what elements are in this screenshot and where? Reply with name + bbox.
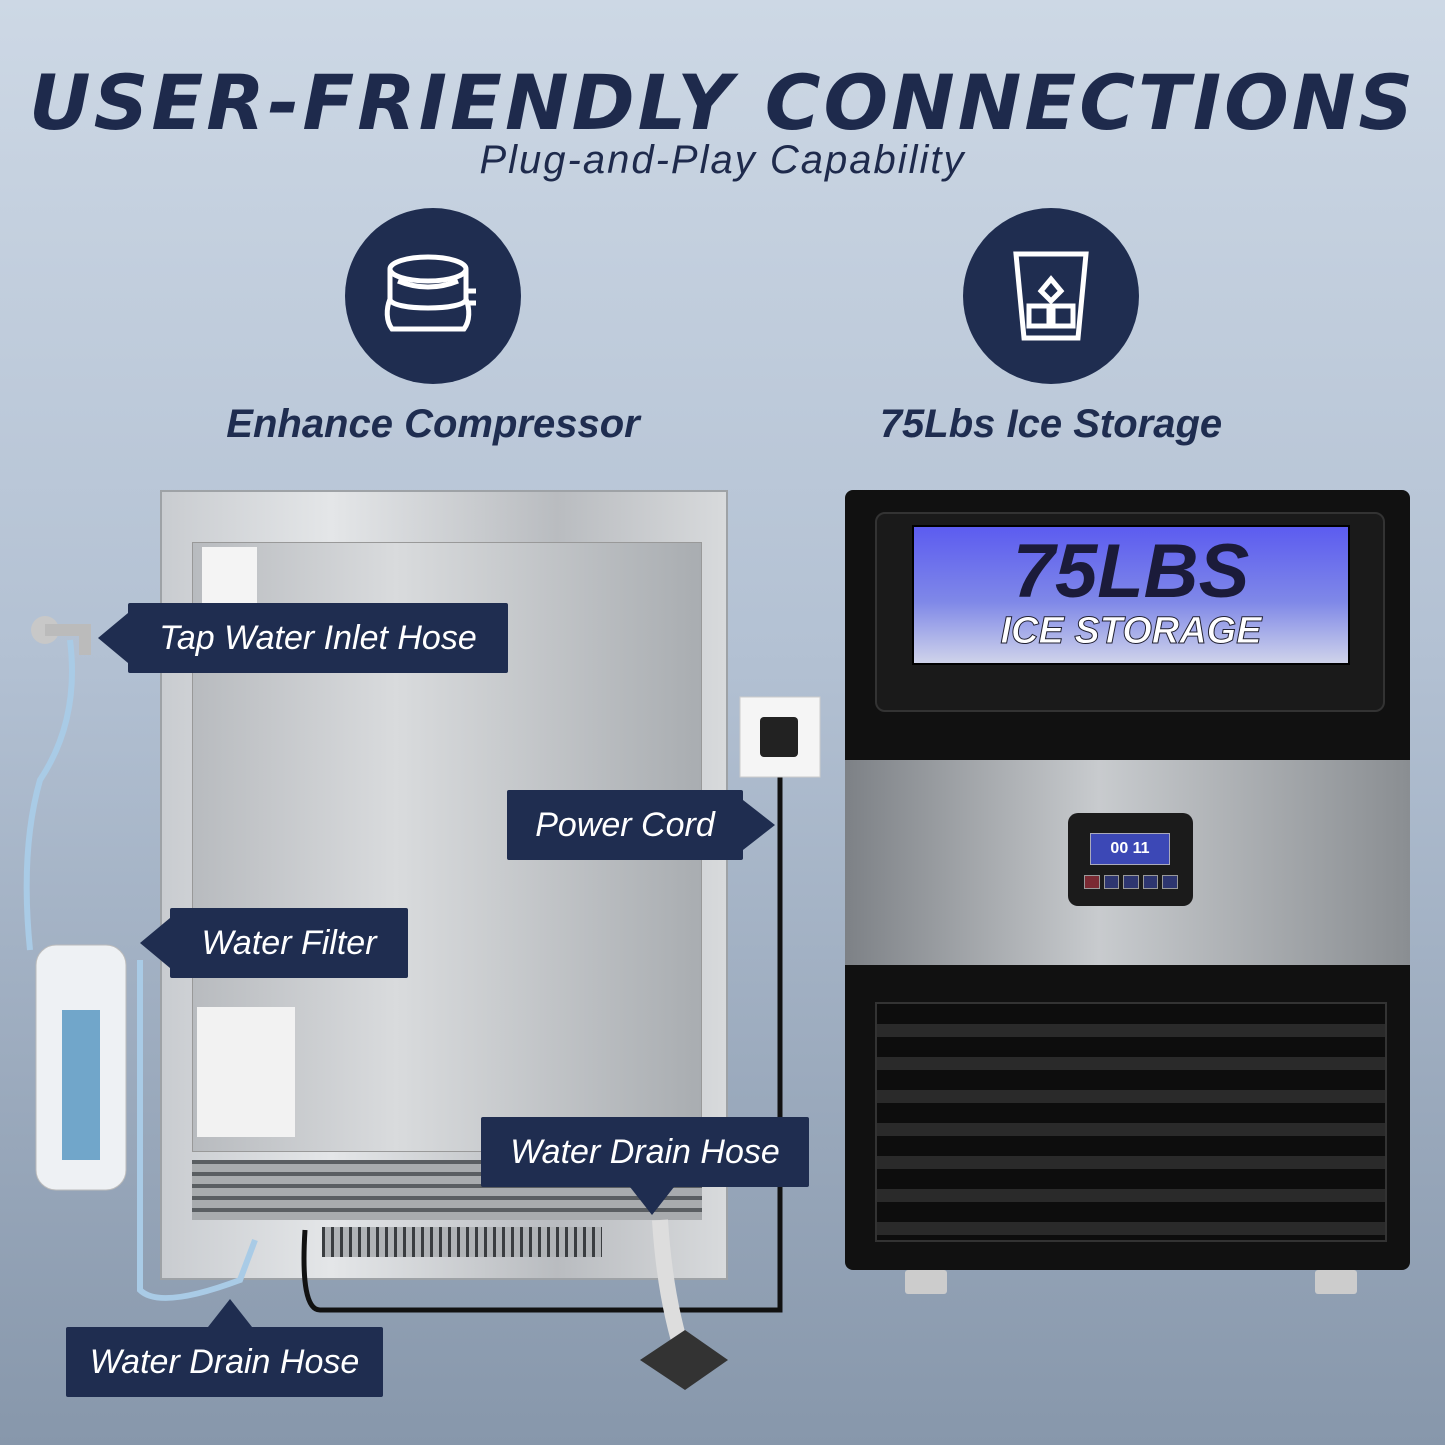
front-vent [875,1002,1387,1242]
timer-button[interactable] [1123,875,1139,889]
foot-left [905,1270,947,1294]
lower-grille [322,1227,602,1257]
feature-label-ice-storage: 75Lbs Ice Storage [879,402,1223,446]
callout-tap-water-inlet-hose: Tap Water Inlet Hose [128,603,508,673]
control-panel[interactable]: 00 11 [1068,813,1193,906]
ice-maker-front-view: 75LBS ICE STORAGE 00 11 [845,490,1410,1294]
callout-water-drain-hose-right: Water Drain Hose [481,1117,809,1187]
clean-button[interactable] [1142,875,1159,889]
foot-right [1315,1270,1357,1294]
feature-label-compressor: Enhance Compressor [226,402,640,446]
ice-bin-icon [963,208,1139,384]
light-button[interactable] [1162,875,1178,889]
spec-label [202,547,257,605]
window-storage-text: ICE STORAGE [1000,610,1262,652]
lcd-display: 00 11 [1090,833,1170,865]
compressor-icon [345,208,521,384]
window-capacity-text: 75LBS [1012,529,1250,614]
callout-power-cord: Power Cord [507,790,743,860]
callout-water-drain-hose-left: Water Drain Hose [66,1327,383,1397]
ice-storage-window: 75LBS ICE STORAGE [912,525,1350,665]
callout-water-filter: Water Filter [170,908,408,978]
filter-diagram-label [197,1007,295,1137]
power-button[interactable] [1084,875,1100,889]
headline: USER-FRIENDLY CONNECTIONS [28,58,1417,147]
subheadline: Plug-and-Play Capability [479,138,966,182]
menu-button[interactable] [1103,875,1120,889]
control-buttons[interactable] [1084,875,1178,889]
